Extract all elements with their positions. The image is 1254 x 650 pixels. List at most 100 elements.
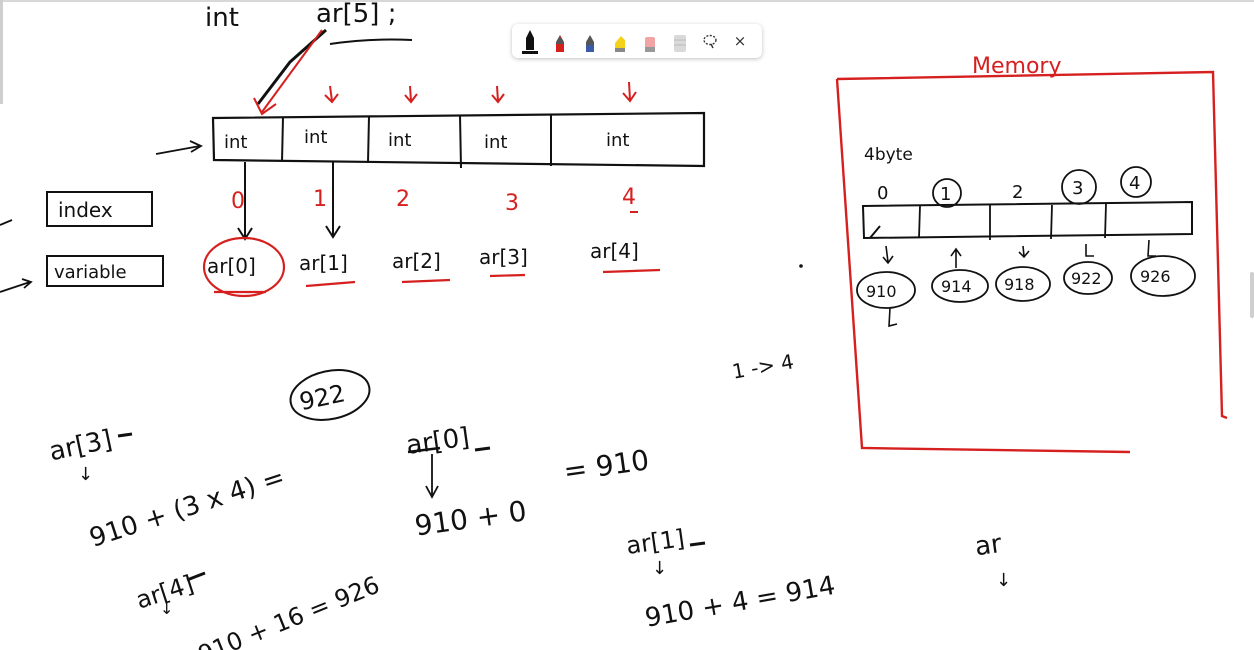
index-label: index bbox=[58, 198, 113, 222]
eraser-tool[interactable] bbox=[668, 28, 692, 54]
address-3: 922 bbox=[1071, 269, 1102, 288]
blue-pen-tool[interactable] bbox=[578, 28, 602, 54]
memory-offset-2: 2 bbox=[1012, 182, 1023, 203]
memory-arrows bbox=[882, 239, 1156, 268]
address-4-circle bbox=[1130, 255, 1196, 297]
index-arrow bbox=[0, 219, 13, 226]
declaration-expr: ar[5] ; bbox=[316, 0, 396, 29]
calc1-expr: ar[3] bbox=[47, 425, 115, 468]
eraser-icon bbox=[674, 35, 686, 52]
left-panel-edge bbox=[0, 0, 3, 104]
memory-tick bbox=[869, 225, 881, 239]
index-label-box bbox=[46, 191, 153, 227]
index-1: 1 bbox=[313, 187, 327, 212]
pen-icon bbox=[586, 35, 594, 52]
pointer-arrowhead bbox=[253, 97, 277, 116]
variable-4: ar[4] bbox=[590, 239, 639, 263]
pointer-arrow-red bbox=[261, 29, 323, 113]
black-pen-tool[interactable] bbox=[518, 28, 542, 54]
lasso-icon bbox=[703, 34, 717, 49]
cell-divider bbox=[459, 114, 462, 169]
declaration-type: int bbox=[205, 3, 239, 33]
cell-3: int bbox=[484, 132, 507, 153]
calc1-arrow: ↓ bbox=[78, 464, 93, 485]
close-button[interactable]: × bbox=[728, 28, 752, 54]
address-0: 910 bbox=[866, 282, 897, 301]
index-4: 4 bbox=[622, 185, 636, 210]
calc4-underline bbox=[689, 541, 706, 547]
highlighter-icon bbox=[615, 36, 625, 52]
memory-offset-1-circle bbox=[932, 178, 962, 208]
memory-strip bbox=[861, 200, 1193, 240]
address-0-circle bbox=[856, 271, 916, 309]
calc4-arrow: ↓ bbox=[652, 558, 667, 579]
calc3-formula: 910 + 0 bbox=[413, 494, 529, 542]
cell-4: int bbox=[606, 130, 629, 151]
cell-divider bbox=[281, 116, 284, 163]
pen-icon bbox=[556, 35, 564, 52]
ink-toolbar: × bbox=[512, 24, 762, 58]
variable-1: ar[1] bbox=[299, 251, 348, 275]
variable-3: ar[3] bbox=[479, 245, 528, 269]
red-pen-tool[interactable] bbox=[548, 28, 572, 54]
calc4-formula: 910 + 4 = 914 bbox=[643, 571, 838, 634]
calc2-formula: 910 + 16 = 926 bbox=[194, 571, 383, 650]
address-1-circle bbox=[931, 269, 989, 303]
calc4-expr: ar[1] bbox=[624, 524, 686, 560]
calc1-formula: 910 + (3 x 4) = bbox=[86, 462, 289, 553]
address-2: 918 bbox=[1004, 275, 1035, 294]
cell-0: int bbox=[224, 132, 247, 153]
memory-unit: 4byte bbox=[864, 145, 913, 165]
address-4: 926 bbox=[1140, 267, 1171, 286]
cell-1: int bbox=[304, 127, 327, 148]
calc5-expr: ar bbox=[973, 529, 1004, 562]
memory-offset-3: 3 bbox=[1072, 178, 1083, 199]
variable-arrow bbox=[0, 278, 33, 293]
window-top-edge bbox=[0, 0, 1254, 2]
address-2-circle bbox=[995, 266, 1051, 302]
calc3-underline-b bbox=[474, 446, 491, 452]
index-2: 2 bbox=[396, 187, 410, 212]
memory-offset-4-circle bbox=[1120, 166, 1152, 198]
cell-divider bbox=[367, 115, 370, 164]
highlighter-icon bbox=[645, 37, 655, 52]
range-note: 1 -> 4 bbox=[730, 349, 795, 383]
pink-highlighter-tool[interactable] bbox=[638, 28, 662, 54]
cell-2: int bbox=[388, 130, 411, 151]
memory-offset-4: 4 bbox=[1129, 173, 1140, 194]
variable-2: ar[2] bbox=[392, 249, 441, 273]
variable-label: variable bbox=[54, 262, 127, 283]
variable-label-box bbox=[46, 255, 164, 287]
calc2-underline bbox=[186, 571, 206, 582]
array-box bbox=[211, 111, 706, 168]
calc3-equals: = 910 bbox=[562, 443, 652, 488]
calc1-result: 922 bbox=[297, 379, 348, 416]
calc1-underline bbox=[117, 432, 133, 438]
address-1: 914 bbox=[941, 277, 972, 296]
lasso-button[interactable] bbox=[698, 28, 722, 54]
pointer-stroke bbox=[256, 28, 327, 105]
calc3-underline-a bbox=[407, 446, 441, 454]
variable-0: ar[0] bbox=[207, 254, 256, 278]
index-0: 0 bbox=[231, 189, 245, 214]
right-scroll-handle[interactable] bbox=[1250, 272, 1254, 318]
address-3-circle bbox=[1063, 261, 1113, 295]
address-0-tail bbox=[888, 307, 898, 328]
calc5-arrow: ↓ bbox=[996, 570, 1011, 591]
yellow-highlighter-tool[interactable] bbox=[608, 28, 632, 54]
declaration-underline bbox=[329, 38, 413, 45]
cell-markers bbox=[324, 81, 637, 104]
stray-dot bbox=[799, 264, 803, 268]
variable-0-circle bbox=[202, 236, 286, 298]
variable-underlines bbox=[214, 268, 661, 294]
calc1-result-circle bbox=[289, 369, 371, 421]
memory-frame-top-right bbox=[836, 70, 1228, 420]
array-arrow bbox=[155, 140, 203, 155]
memory-frame-left-bottom bbox=[835, 78, 1131, 454]
cell-1-arrow bbox=[325, 162, 341, 239]
memory-offset-1: 1 bbox=[940, 184, 951, 205]
calc3-expr: ar[0] bbox=[404, 422, 471, 461]
close-icon: × bbox=[733, 32, 747, 50]
calc3-arrow bbox=[425, 454, 439, 499]
